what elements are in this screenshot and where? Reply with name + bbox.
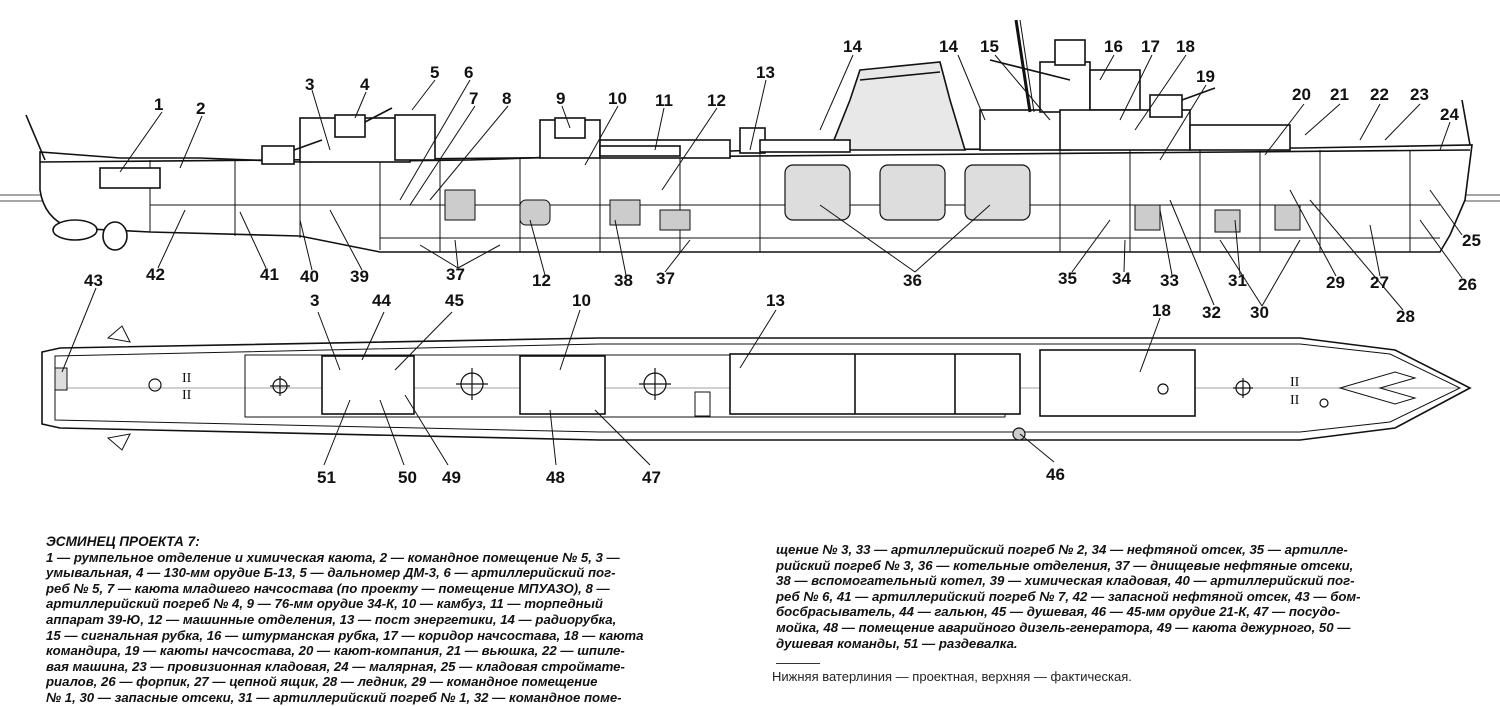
label-38: 38 [614, 271, 633, 290]
label-23: 23 [1410, 85, 1429, 104]
label-39: 39 [350, 267, 369, 286]
label-22: 22 [1370, 85, 1389, 104]
label-21: 21 [1330, 85, 1349, 104]
caption-line: мойка, 48 — помещение аварийного дизель-… [776, 619, 1351, 635]
caption-right-column: щение № 3, 33 — артиллерийский погреб № … [776, 542, 1488, 651]
label-47: 47 [642, 468, 661, 487]
ship-drawing: II II II II [0, 19, 1500, 487]
label-32: 32 [1202, 303, 1221, 322]
leader-lines [61, 54, 1463, 466]
number-labels: 1 2 3 4 5 6 7 8 9 10 11 12 13 14 14 15 1… [84, 37, 1481, 487]
caption-title: ЭСМИНЕЦ ПРОЕКТА 7: [46, 534, 200, 549]
label-42: 42 [146, 265, 165, 284]
caption-line: реб № 6, 41 — артиллерийский погреб № 7,… [776, 588, 1361, 604]
label-15: 15 [980, 37, 999, 56]
label-28: 28 [1396, 307, 1415, 326]
label-24: 24 [1440, 105, 1459, 124]
label-13b: 13 [766, 291, 785, 310]
label-37b: 37 [656, 269, 675, 288]
label-3b: 3 [310, 291, 319, 310]
caption-line: рийский погреб № 3, 36 — котельные отдел… [776, 557, 1354, 573]
side-profile [0, 19, 1500, 253]
label-34: 34 [1112, 269, 1131, 288]
label-14a: 14 [843, 37, 862, 56]
label-46: 46 [1046, 465, 1065, 484]
label-6: 6 [464, 63, 473, 82]
label-51: 51 [317, 468, 336, 487]
label-26: 26 [1458, 275, 1477, 294]
caption-line: № 1, 30 — запасные отсеки, 31 — артиллер… [46, 689, 622, 705]
label-10: 10 [608, 89, 627, 108]
label-18b: 18 [1152, 301, 1171, 320]
label-30: 30 [1250, 303, 1269, 322]
caption-line: душевая команды, 51 — раздевалка. [776, 635, 1018, 651]
label-18: 18 [1176, 37, 1195, 56]
svg-text:II: II [1290, 375, 1300, 390]
caption-line: босбрасыватель, 44 — гальюн, 45 — душева… [776, 604, 1341, 620]
label-1: 1 [154, 95, 163, 114]
label-5: 5 [430, 63, 439, 82]
label-16: 16 [1104, 37, 1123, 56]
caption-line: щение № 3, 33 — артиллерийский погреб № … [776, 542, 1348, 557]
caption-line: артиллерийский погреб № 4, 9 — 76-мм ору… [46, 596, 603, 612]
label-25: 25 [1462, 231, 1481, 250]
caption-line: риалов, 26 — форпик, 27 — цепной ящик, 2… [46, 674, 598, 690]
caption-line: командира, 19 — каюты начсостава, 20 — к… [46, 643, 625, 659]
label-45: 45 [445, 291, 464, 310]
label-9: 9 [556, 89, 565, 108]
caption-left-column: ЭСМИНЕЦ ПРОЕКТА 7: 1 — румпельное отделе… [46, 534, 758, 706]
label-2: 2 [196, 99, 205, 118]
label-20: 20 [1292, 85, 1311, 104]
caption-line: 38 — вспомогательный котел, 39 — химичес… [776, 573, 1355, 589]
label-31: 31 [1228, 271, 1247, 290]
label-17: 17 [1141, 37, 1160, 56]
label-8: 8 [502, 89, 511, 108]
caption-line: 15 — сигнальная рубка, 16 — штурманская … [46, 627, 644, 643]
label-7: 7 [469, 89, 478, 108]
footnote-divider [776, 663, 820, 664]
label-12b: 12 [532, 271, 551, 290]
label-10b: 10 [572, 291, 591, 310]
label-36: 36 [903, 271, 922, 290]
label-4: 4 [360, 75, 370, 94]
caption-line: умывальная, 4 — 130-мм орудие Б-13, 5 — … [46, 565, 616, 581]
svg-text:II: II [182, 371, 192, 386]
label-40: 40 [300, 267, 319, 286]
label-33: 33 [1160, 271, 1179, 290]
caption-line: 1 — румпельное отделение и химическая ка… [46, 549, 620, 565]
label-41: 41 [260, 265, 279, 284]
plan-view: II II II II [41, 325, 1472, 451]
label-35: 35 [1058, 269, 1077, 288]
label-13: 13 [756, 63, 775, 82]
label-19: 19 [1196, 67, 1215, 86]
label-44: 44 [372, 291, 391, 310]
label-11: 11 [655, 91, 673, 110]
svg-text:II: II [1290, 393, 1300, 408]
label-48: 48 [546, 468, 565, 487]
label-50: 50 [398, 468, 417, 487]
svg-text:II: II [182, 388, 192, 403]
label-27: 27 [1370, 273, 1389, 292]
label-14b: 14 [939, 37, 958, 56]
label-49: 49 [442, 468, 461, 487]
label-12: 12 [707, 91, 726, 110]
caption-line: реб № 5, 7 — каюта младшего начсостава (… [46, 580, 610, 596]
caption-line: аппарат 39-Ю, 12 — машинные отделения, 1… [46, 611, 617, 627]
label-43: 43 [84, 271, 103, 290]
caption-line: вая машина, 23 — провизионная кладовая, … [46, 658, 625, 674]
footnote: Нижняя ватерлиния — проектная, верхняя —… [772, 669, 1132, 684]
label-29: 29 [1326, 273, 1345, 292]
label-3: 3 [305, 75, 314, 94]
label-37a: 37 [446, 265, 465, 284]
